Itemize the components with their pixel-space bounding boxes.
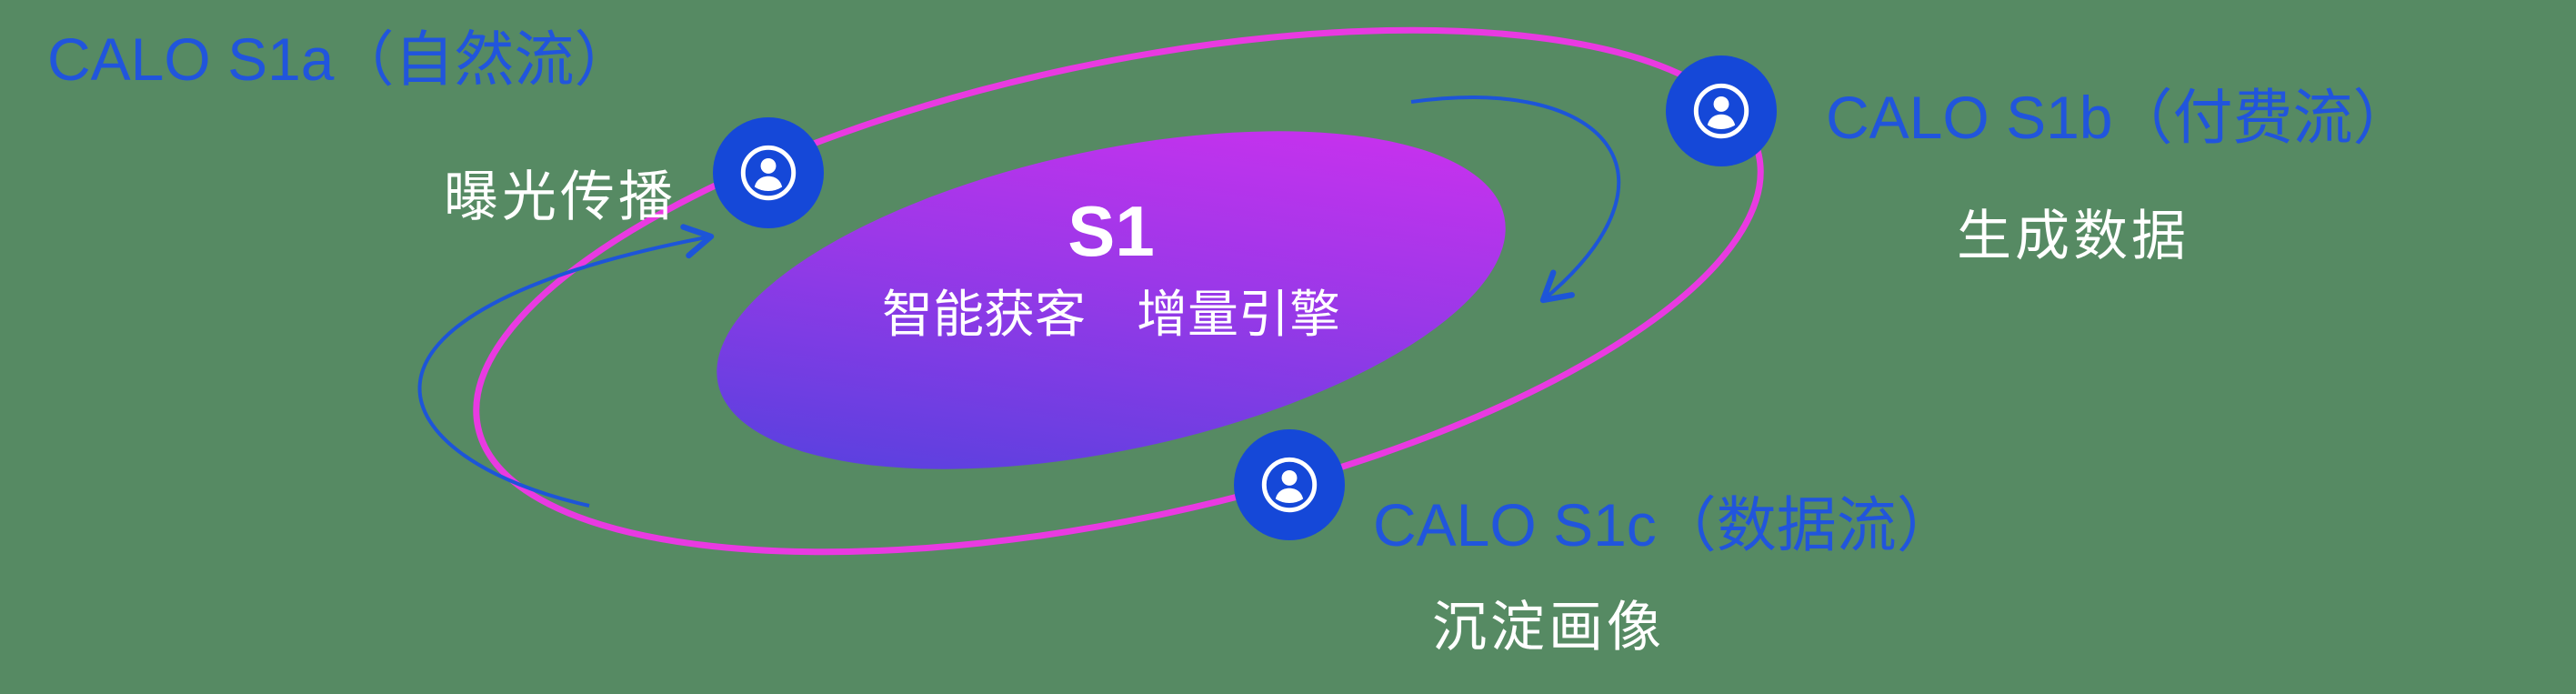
sublabel-calo-s1b: 生成数据	[1957, 206, 2190, 267]
flow-arrow-right	[1410, 96, 1621, 304]
sublabel-calo-s1a: 曝光传播	[444, 166, 677, 227]
core-ellipse	[717, 131, 1506, 469]
core-text-block: S1 智能获客 增量引擎	[793, 191, 1429, 344]
node-calo-s1b	[1666, 55, 1777, 166]
label-calo-s1a: CALO S1a（自然流）	[47, 25, 635, 93]
core-title: S1	[1067, 191, 1155, 271]
user-icon	[1693, 83, 1749, 139]
node-calo-s1c	[1234, 429, 1345, 540]
node-calo-s1a	[713, 117, 824, 228]
user-icon	[1261, 457, 1318, 513]
user-icon	[740, 145, 797, 201]
core-subtitle: 智能获客 增量引擎	[882, 285, 1340, 343]
orbit-ring	[473, 26, 1764, 556]
label-calo-s1c: CALO S1c（数据流）	[1373, 491, 1957, 558]
flow-arrow-left	[417, 224, 715, 508]
label-calo-s1b: CALO S1b（付费流）	[1826, 84, 2413, 151]
sublabel-calo-s1c: 沉淀画像	[1432, 597, 1665, 658]
